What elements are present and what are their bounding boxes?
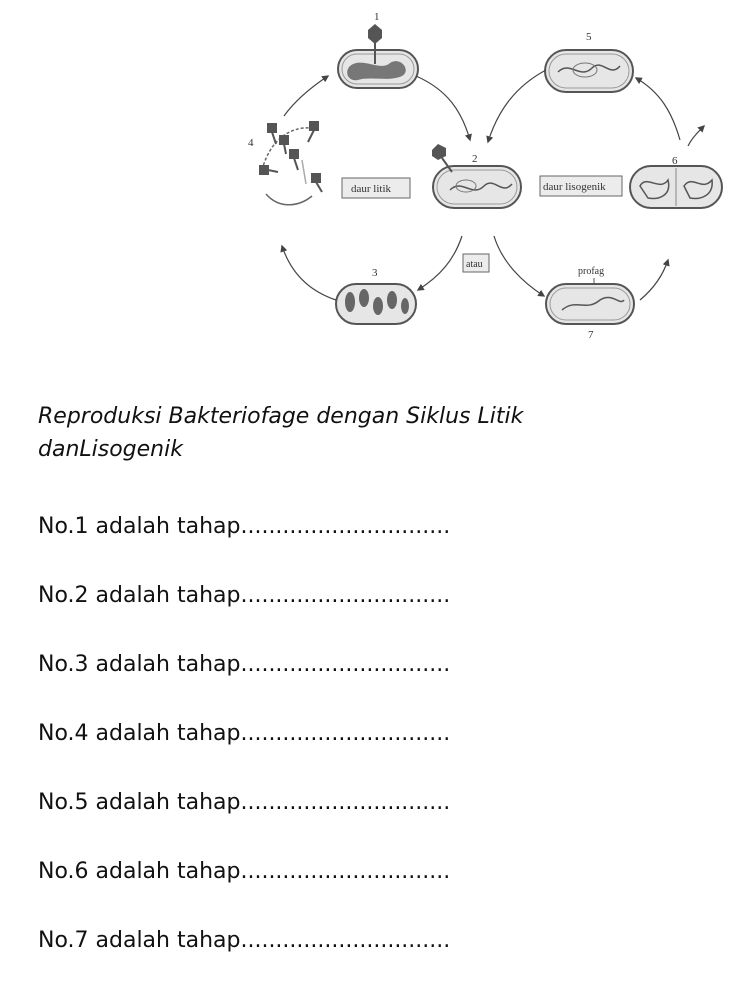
- or-text: atau: [466, 259, 483, 270]
- question-5: No.5 adalah tahap.......................…: [38, 790, 451, 815]
- stage-number-7: 7: [588, 329, 594, 341]
- lysogenic-cycle-label: daur lisogenik: [539, 175, 623, 197]
- stage-number-2: 2: [472, 153, 478, 165]
- lytic-cycle-label: daur litik: [341, 177, 411, 199]
- question-3: No.3 adalah tahap.......................…: [38, 652, 451, 677]
- diagram-caption: Reproduksi Bakteriofage dengan Siklus Li…: [38, 400, 718, 466]
- bacteriophage-cycle-diagram: 1 5 4 2: [248, 11, 723, 341]
- stage-1-attachment: 1: [337, 11, 419, 89]
- stage-number-3: 3: [372, 267, 378, 279]
- or-label: atau: [462, 253, 490, 273]
- question-6: No.6 adalah tahap.......................…: [38, 859, 451, 884]
- cycle-arrows: [280, 69, 706, 301]
- stage-number-5: 5: [586, 31, 592, 43]
- lytic-cycle-text: daur litik: [351, 183, 392, 195]
- stage-2-injection: 2: [432, 144, 522, 209]
- stage-7-prophage: profag 7: [545, 266, 635, 341]
- stage-3-assembly: 3: [335, 267, 417, 325]
- stage-number-6: 6: [672, 155, 678, 167]
- stage-6-cell-division: 6: [629, 155, 723, 209]
- question-1: No.1 adalah tahap.......................…: [38, 514, 451, 539]
- stage-number-4: 4: [248, 137, 254, 149]
- lysogenic-cycle-text: daur lisogenik: [543, 181, 606, 193]
- question-2: No.2 adalah tahap.......................…: [38, 583, 451, 608]
- question-list: No.1 adalah tahap.......................…: [38, 510, 450, 993]
- prophage-label: profag: [578, 266, 604, 277]
- question-4: No.4 adalah tahap.......................…: [38, 721, 451, 746]
- stage-4-release: 4: [248, 121, 323, 206]
- stage-number-1: 1: [374, 11, 380, 23]
- caption-line-1: Reproduksi Bakteriofage dengan Siklus Li…: [38, 404, 524, 429]
- caption-line-2: danLisogenik: [38, 437, 183, 462]
- stage-5-lysogenic-cell: 5: [544, 31, 634, 93]
- question-7: No.7 adalah tahap.......................…: [38, 928, 451, 953]
